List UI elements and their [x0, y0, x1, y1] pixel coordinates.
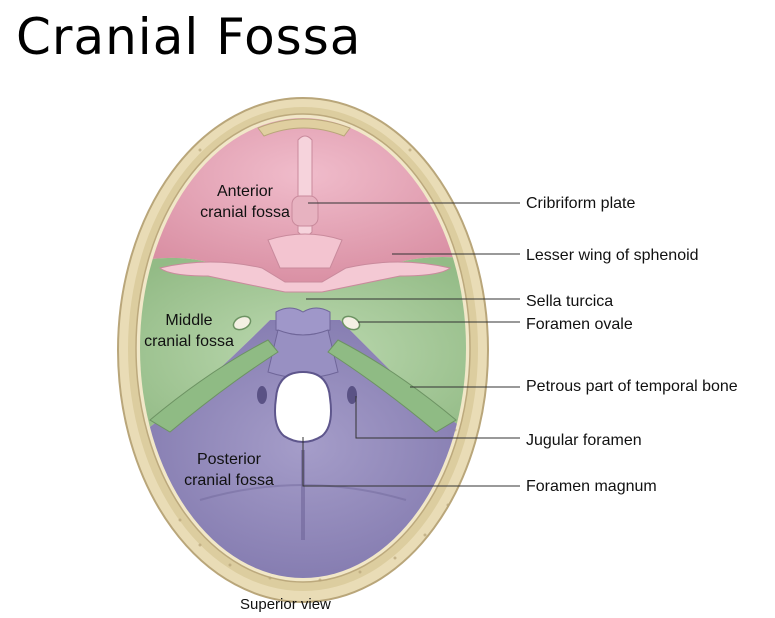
jugular-foramen-right	[347, 386, 357, 404]
label-foramen-ovale: Foramen ovale	[526, 316, 633, 333]
label-jugular-foramen: Jugular foramen	[526, 432, 642, 449]
foramen-magnum	[274, 370, 332, 443]
clivus	[267, 329, 339, 379]
lesser-wing-sphenoid	[158, 261, 452, 293]
view-caption: Superior view	[240, 596, 331, 613]
label-foramen-magnum: Foramen magnum	[526, 478, 657, 495]
region-label-anterior: Anterior cranial fossa	[200, 183, 290, 221]
label-cribriform-plate: Cribriform plate	[526, 195, 636, 212]
foramen-ovale-left	[232, 315, 252, 331]
foramen-ovale-right	[341, 315, 361, 331]
leader-lines	[302, 202, 520, 487]
label-lesser-wing-sphenoid: Lesser wing of sphenoid	[526, 247, 699, 264]
page-title: Cranial Fossa	[16, 8, 362, 66]
middle-fossa	[140, 257, 466, 450]
sella-turcica	[275, 307, 331, 336]
petrous-ridge-left	[149, 339, 279, 433]
region-label-posterior: Posterior cranial fossa	[184, 451, 274, 489]
leader-foramen-magnum	[302, 437, 520, 487]
label-petrous-temporal: Petrous part of temporal bone	[526, 378, 738, 395]
label-sella-turcica: Sella turcica	[526, 293, 614, 310]
jugular-foramen-left	[257, 386, 267, 404]
leader-jugular	[355, 396, 520, 439]
petrous-ridge-right	[327, 339, 457, 433]
region-label-middle: Middle cranial fossa	[144, 312, 234, 350]
